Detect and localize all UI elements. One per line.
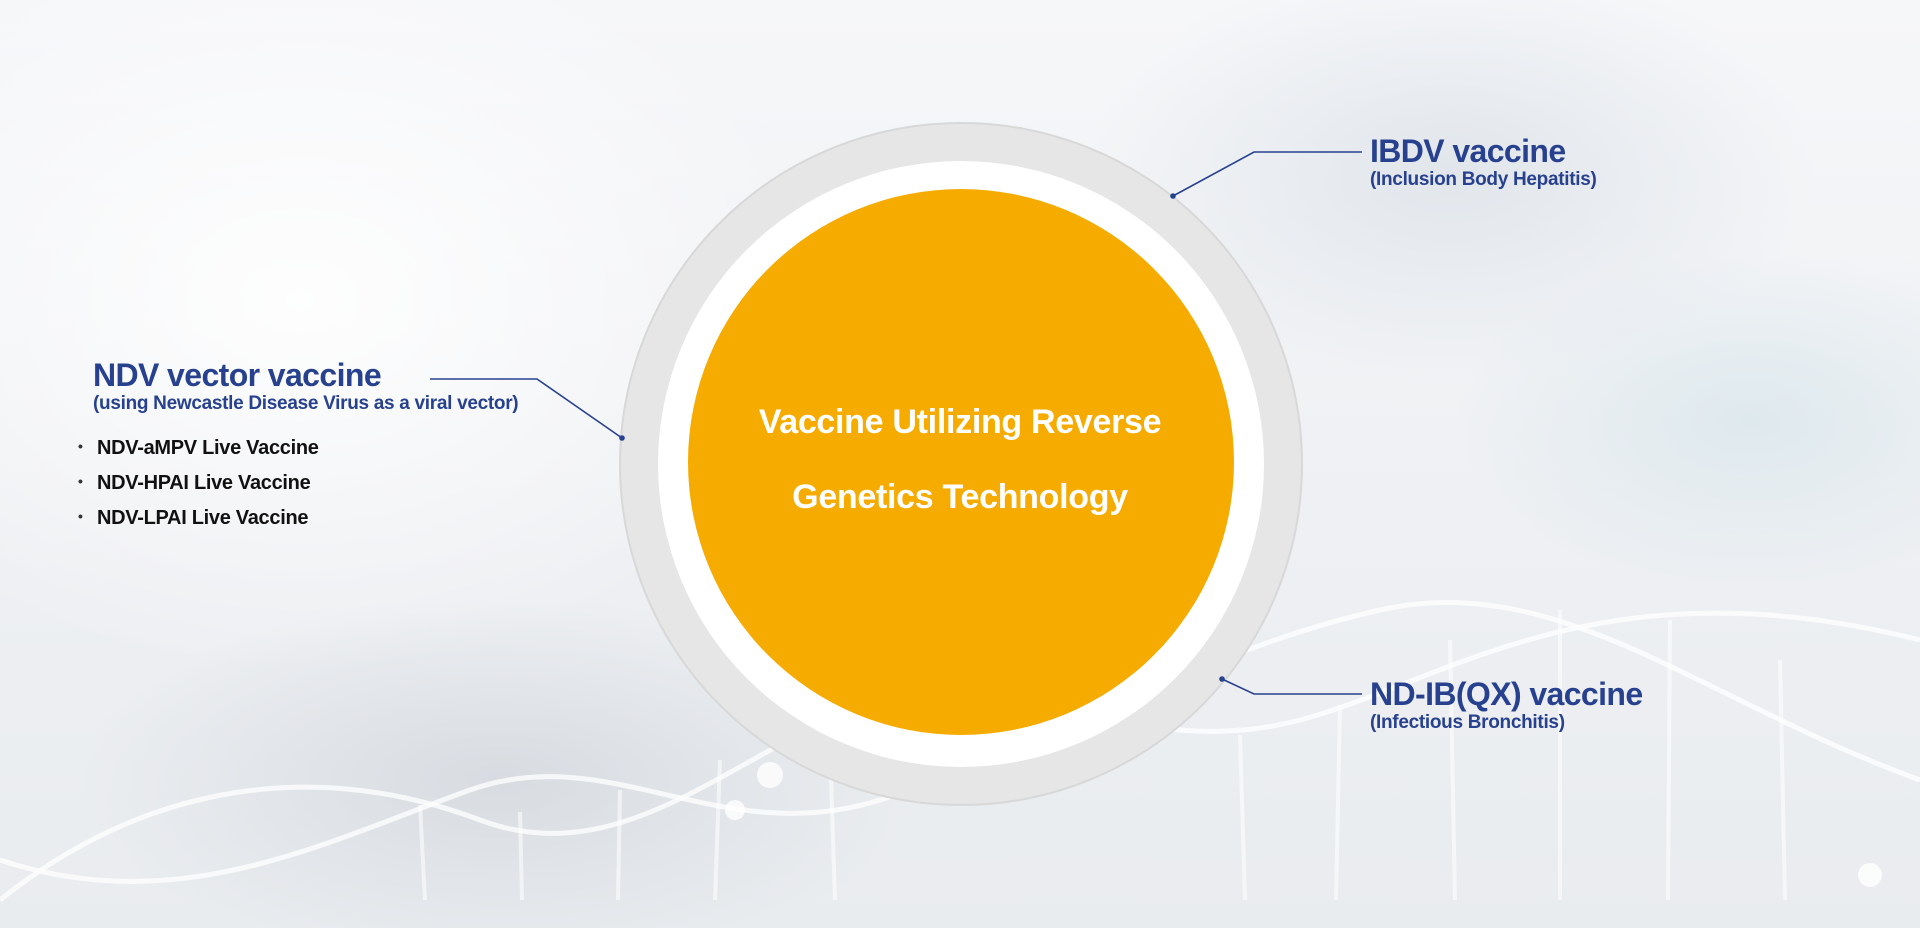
list-item-label: NDV-HPAI Live Vaccine	[97, 472, 311, 494]
callout-ibdv-vaccine: IBDV vaccine (Inclusion Body Hepatitis)	[1370, 133, 1597, 191]
callout-subtitle: (Infectious Bronchitis)	[1370, 712, 1565, 733]
bullet-icon: •	[78, 473, 83, 489]
leader-line-ibdv	[1172, 151, 1362, 197]
center-label-line-2: Genetics Technology	[792, 478, 1128, 516]
callout-title: NDV vector vaccine	[93, 357, 382, 393]
center-label: Vaccine Utilizing Reverse Genetics Techn…	[690, 385, 1230, 535]
leader-line-ndib	[1221, 678, 1362, 695]
center-circle	[688, 189, 1234, 735]
leader-line-ndv	[430, 378, 623, 439]
list-item-label: NDV-aMPV Live Vaccine	[97, 437, 319, 459]
list-item-label: NDV-LPAI Live Vaccine	[97, 507, 309, 529]
list-item: • NDV-aMPV Live Vaccine	[78, 430, 319, 465]
ndv-vaccine-list: • NDV-aMPV Live Vaccine • NDV-HPAI Live Va…	[78, 430, 319, 535]
bullet-icon: •	[78, 508, 83, 524]
list-item: • NDV-HPAI Live Vaccine	[78, 465, 319, 500]
callout-nd-ib-qx-vaccine: ND-IB(QX) vaccine (Infectious Bronchitis…	[1370, 676, 1643, 734]
anchor-dot-ndv	[619, 435, 625, 441]
anchor-dot-ndib	[1219, 676, 1225, 682]
callout-title: ND-IB(QX) vaccine	[1370, 676, 1643, 712]
callout-title: IBDV vaccine	[1370, 133, 1566, 169]
center-label-line-1: Vaccine Utilizing Reverse	[758, 403, 1162, 441]
callout-subtitle: (Inclusion Body Hepatitis)	[1370, 169, 1597, 190]
callout-subtitle: (using Newcastle Disease Virus as a vira…	[93, 393, 519, 414]
bullet-icon: •	[78, 438, 83, 454]
list-item: • NDV-LPAI Live Vaccine	[78, 500, 319, 535]
callout-ndv-vector-vaccine: NDV vector vaccine (using Newcastle Dise…	[93, 357, 519, 415]
anchor-dot-ibdv	[1170, 193, 1176, 199]
